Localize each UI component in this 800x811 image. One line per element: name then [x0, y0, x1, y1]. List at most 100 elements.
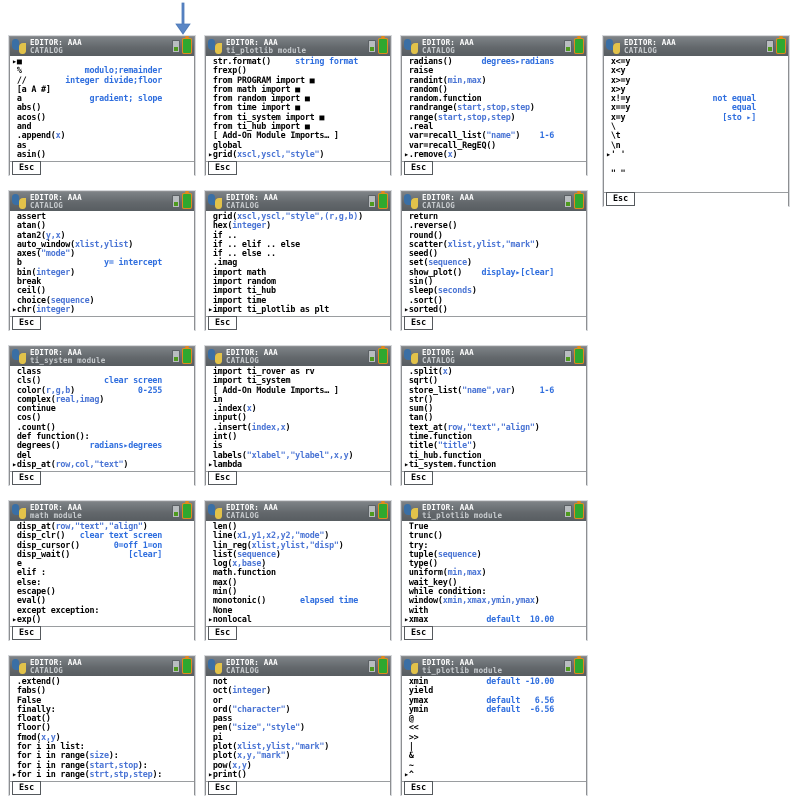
catalog-item[interactable]: degrees() radians▸degrees — [12, 441, 194, 450]
catalog-item[interactable]: True — [404, 521, 586, 531]
catalog-item[interactable]: pi — [208, 732, 390, 742]
catalog-item[interactable]: x=y [sto ▸] — [606, 112, 788, 122]
catalog-item[interactable]: is — [208, 441, 390, 450]
catalog-item[interactable]: .sort() — [404, 295, 586, 305]
catalog-item[interactable]: for i in range(size): — [12, 751, 194, 760]
catalog-item[interactable]: x<=y — [606, 56, 788, 66]
catalog-item[interactable]: x==y equal — [606, 103, 788, 112]
catalog-item[interactable]: ▸chr(integer) — [12, 304, 194, 314]
catalog-list[interactable]: .split(x) sqrt() store_list("name",var) … — [402, 366, 586, 486]
catalog-item[interactable]: x>=y — [606, 75, 788, 85]
catalog-item[interactable]: sleep(seconds) — [404, 286, 586, 295]
catalog-item[interactable]: round() — [404, 230, 586, 240]
catalog-list[interactable]: True trunc() try: tuple(sequence) type()… — [402, 521, 586, 641]
catalog-item[interactable]: var=recall_RegEQ() — [404, 140, 586, 150]
esc-button[interactable]: Esc — [208, 316, 238, 330]
catalog-item[interactable]: .real — [404, 121, 586, 131]
catalog-list[interactable]: class cls() clear screen color(r,g,b) 0-… — [10, 366, 194, 486]
esc-button[interactable]: Esc — [404, 316, 434, 330]
catalog-item[interactable]: if .. else .. — [208, 249, 390, 258]
catalog-list[interactable]: grid(xscl,yscl,"style",(r,g,b)) hex(inte… — [206, 211, 390, 331]
catalog-item[interactable]: with — [404, 605, 586, 615]
catalog-item[interactable]: type() — [404, 559, 586, 568]
catalog-item[interactable]: ▸grid(xscl,yscl,"style") — [208, 149, 390, 159]
catalog-item[interactable]: sin() — [404, 276, 586, 286]
catalog-item[interactable]: choice(sequence) — [12, 295, 194, 305]
catalog-list[interactable]: return .reverse() round() scatter(xlist,… — [402, 211, 586, 331]
catalog-item[interactable]: " " — [606, 168, 788, 178]
catalog-item[interactable]: import random — [208, 276, 390, 286]
catalog-item[interactable]: auto_window(xlist,ylist) — [12, 239, 194, 249]
esc-button[interactable]: Esc — [12, 626, 42, 640]
catalog-item[interactable]: bin(integer) — [12, 267, 194, 277]
catalog-item[interactable]: ▸xmax default 10.00 — [404, 614, 586, 624]
catalog-item[interactable]: ymin default -6.56 — [404, 704, 586, 714]
catalog-item[interactable]: list(sequence) — [208, 549, 390, 559]
catalog-item[interactable]: try: — [404, 540, 586, 550]
catalog-item[interactable]: ord("character") — [208, 704, 390, 714]
catalog-item[interactable]: .index(x) — [208, 404, 390, 413]
esc-button[interactable]: Esc — [12, 161, 42, 175]
catalog-item[interactable]: x!=y not equal — [606, 94, 788, 103]
esc-button[interactable]: Esc — [12, 781, 42, 795]
catalog-item[interactable]: ▸' ' — [606, 149, 788, 159]
catalog-item[interactable]: window(xmin,xmax,ymin,ymax) — [404, 596, 586, 605]
catalog-item[interactable]: [a A #] — [12, 84, 194, 94]
catalog-item[interactable]: ti_hub.function — [404, 450, 586, 460]
catalog-item[interactable]: import ti_system — [208, 376, 390, 385]
catalog-item[interactable]: int() — [208, 431, 390, 441]
catalog-list[interactable]: radians() degrees▸radians raise randint(… — [402, 56, 586, 176]
catalog-item[interactable]: trunc() — [404, 531, 586, 540]
catalog-item[interactable]: >> — [404, 732, 586, 742]
catalog-item[interactable]: math.function — [208, 568, 390, 577]
catalog-item[interactable]: ▸for i in range(strt,stp,step): — [12, 769, 194, 779]
catalog-item[interactable]: break — [12, 276, 194, 286]
catalog-item[interactable]: disp_at(row,"text","align") — [12, 521, 194, 531]
catalog-item[interactable]: [ Add-On Module Imports… ] — [208, 131, 390, 140]
catalog-item[interactable]: yield — [404, 686, 586, 695]
catalog-item[interactable]: grid(xscl,yscl,"style",(r,g,b)) — [208, 211, 390, 221]
catalog-item[interactable]: seed() — [404, 249, 586, 258]
catalog-item[interactable]: ▸disp_at(row,col,"text") — [12, 459, 194, 469]
catalog-item[interactable]: and — [12, 121, 194, 131]
catalog-list[interactable]: import ti_rover as rv import ti_system [… — [206, 366, 390, 486]
catalog-item[interactable]: \t — [606, 131, 788, 140]
esc-button[interactable]: Esc — [208, 781, 238, 795]
catalog-item[interactable]: fmod(x,y) — [12, 732, 194, 742]
catalog-item[interactable]: random.function — [404, 94, 586, 103]
catalog-item[interactable]: import ti_rover as rv — [208, 366, 390, 376]
catalog-item[interactable]: .count() — [12, 422, 194, 432]
esc-button[interactable]: Esc — [404, 781, 434, 795]
catalog-item[interactable]: ymax default 6.56 — [404, 695, 586, 705]
catalog-item[interactable]: from ti_system import ■ — [208, 112, 390, 122]
catalog-item[interactable]: except exception: — [12, 605, 194, 615]
catalog-item[interactable]: % modulo;remainder — [12, 66, 194, 75]
catalog-item[interactable]: raise — [404, 66, 586, 75]
catalog-item[interactable]: min() — [208, 586, 390, 596]
catalog-item[interactable]: xmin default -10.00 — [404, 676, 586, 686]
catalog-item[interactable]: len() — [208, 521, 390, 531]
catalog-item[interactable]: None — [208, 605, 390, 615]
catalog-item[interactable]: from ti_hub import ■ — [208, 121, 390, 131]
catalog-list[interactable]: assert atan() atan2(y,x) auto_window(xli… — [10, 211, 194, 331]
catalog-list[interactable]: disp_at(row,"text","align") disp_clr() c… — [10, 521, 194, 641]
catalog-item[interactable]: pen("size","style") — [208, 723, 390, 732]
catalog-item[interactable]: or — [208, 695, 390, 705]
catalog-item[interactable]: \ — [606, 121, 788, 131]
catalog-item[interactable]: floor() — [12, 723, 194, 732]
catalog-item[interactable]: in — [208, 394, 390, 404]
catalog-item[interactable]: ▸sorted() — [404, 304, 586, 314]
catalog-item[interactable]: else: — [12, 577, 194, 587]
catalog-list[interactable]: len() line(x1,y1,x2,y2,"mode") lin_reg(x… — [206, 521, 390, 641]
catalog-item[interactable]: show_plot() display▸[clear] — [404, 267, 586, 277]
esc-button[interactable]: Esc — [606, 192, 636, 206]
catalog-item[interactable] — [606, 159, 788, 168]
catalog-item[interactable]: escape() — [12, 586, 194, 596]
catalog-item[interactable]: .insert(index,x) — [208, 422, 390, 432]
